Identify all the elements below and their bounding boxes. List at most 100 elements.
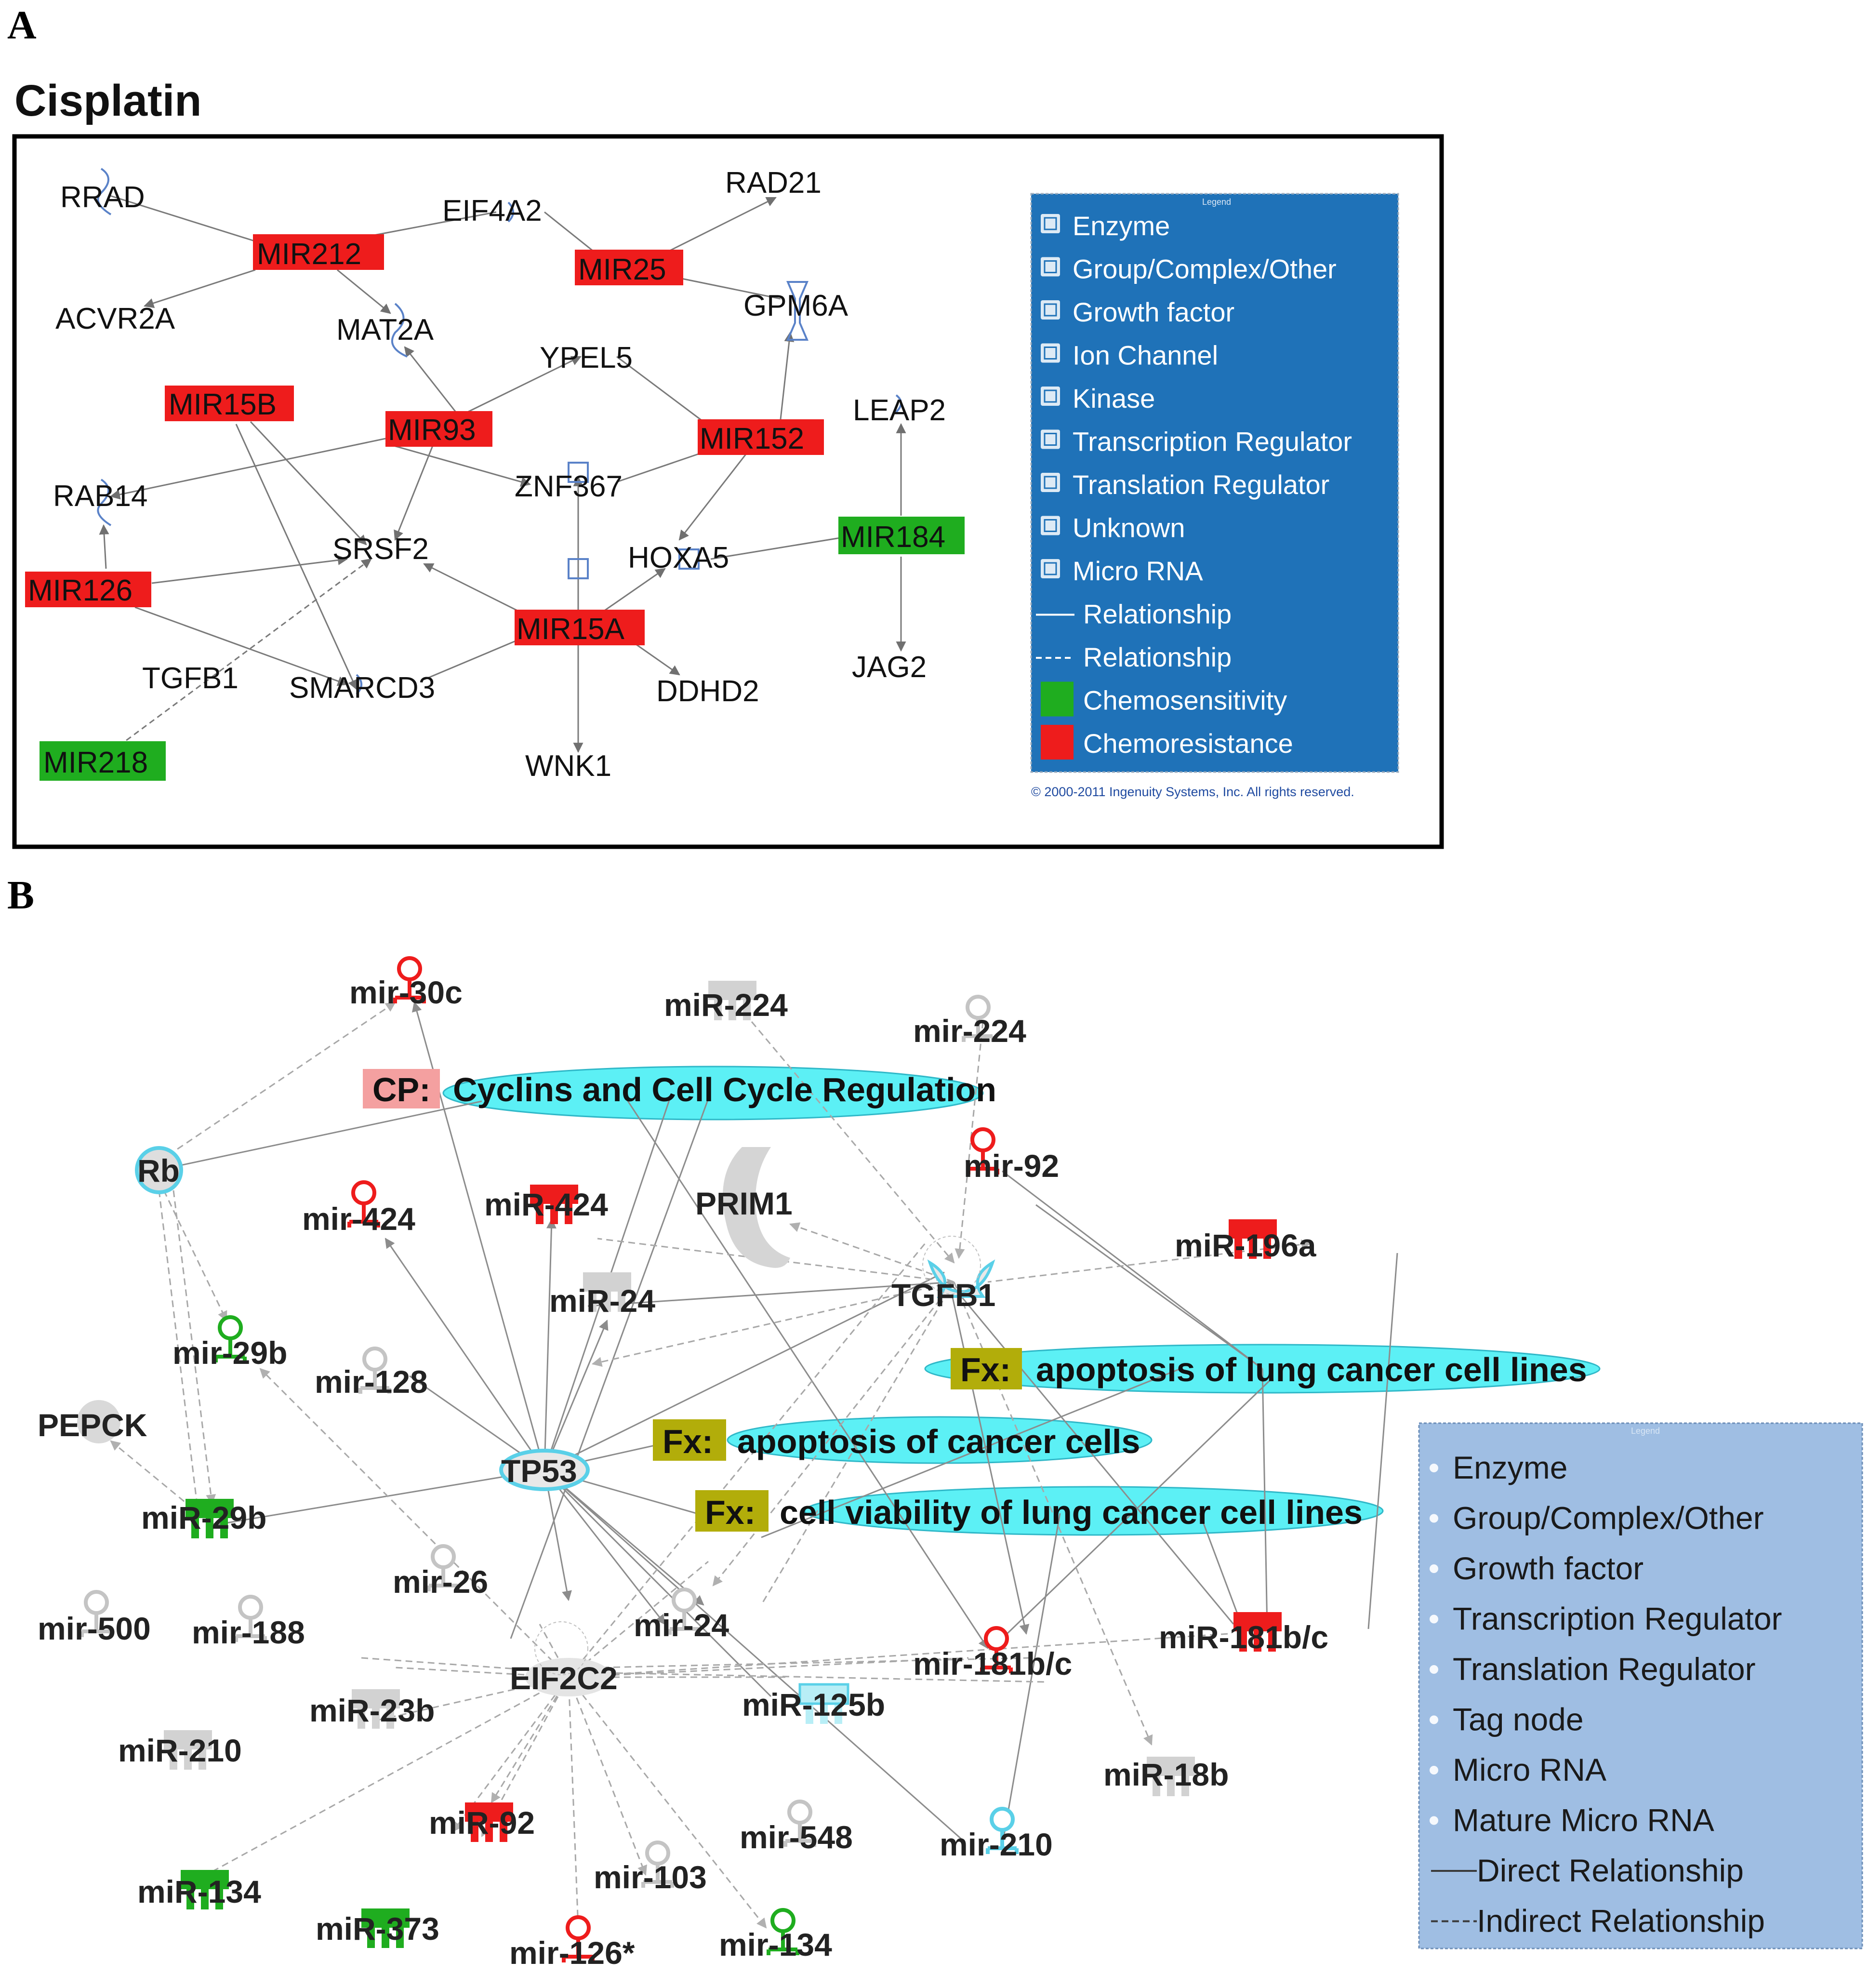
node-mir500[interactable]: mir-500 [38,1611,151,1646]
fx2-tag: Fx: [663,1423,713,1460]
node-mir30c[interactable]: mir-30c [349,974,463,1010]
edge [761,1368,1181,1538]
node-mir29b-mature[interactable]: miR-29b [141,1500,266,1535]
node-mir373[interactable]: miR-373 [316,1911,439,1947]
node-mir92[interactable]: mir-92 [964,1148,1059,1184]
node-mir93[interactable]: MIR93 [388,414,476,447]
panel-a-node-icons [97,168,902,695]
growth-factor-icon [1430,1564,1438,1573]
node-eif2c2[interactable]: EIF2C2 [510,1660,618,1696]
node-acvr2a[interactable]: ACVR2A [55,302,175,335]
node-pepck[interactable]: PEPCK [38,1407,147,1443]
edge [616,450,709,483]
node-rab14[interactable]: RAB14 [53,480,147,513]
fx3-label[interactable]: cell viability of lung cancer cell lines [780,1494,1363,1531]
node-mir184[interactable]: MIR184 [841,520,945,554]
node-mir210-mature[interactable]: miR-210 [118,1733,242,1768]
node-mir224[interactable]: mir-224 [913,1013,1026,1049]
legend-a-label: Relationship [1083,642,1232,672]
node-mir15a[interactable]: MIR15A [517,613,625,646]
translation-regulator-icon [1430,1665,1438,1674]
node-mir134[interactable]: mir-134 [719,1927,832,1962]
mir188-micro-rna-icon [234,1595,267,1642]
node-mat2a[interactable]: MAT2A [336,313,434,347]
node-mir188[interactable]: mir-188 [192,1614,305,1650]
node-mir181bc[interactable]: mir-181b/c [913,1646,1072,1681]
node-mir181bc-mature[interactable]: miR-181b/c [1159,1619,1328,1655]
legend-a-label: Enzyme [1073,211,1170,241]
node-wnk1[interactable]: WNK1 [525,749,611,783]
node-mir152[interactable]: MIR152 [700,422,804,455]
node-mir18b[interactable]: miR-18b [1103,1757,1229,1792]
fx3-tag: Fx: [705,1494,756,1531]
edge [259,1368,570,1678]
node-mir125b[interactable]: miR-125b [742,1687,885,1722]
tgfb1-tag-node-icon [922,1236,981,1294]
node-mir126[interactable]: MIR126 [28,574,133,607]
legend-a-label: Chemosensitivity [1083,685,1287,716]
node-gpm6a[interactable]: GPM6A [743,289,848,322]
cp-label[interactable]: Cyclins and Cell Cycle Regulation [453,1071,996,1108]
node-mir424-mature[interactable]: miR-424 [484,1187,608,1222]
node-mir92-mature[interactable]: miR-92 [429,1805,535,1841]
mir126s-micro-rna-icon [562,1915,595,1962]
node-jag2[interactable]: JAG2 [852,651,927,684]
legend-a-label: Chemoresistance [1083,728,1293,759]
node-mir424[interactable]: mir-424 [302,1201,415,1237]
node-prim1[interactable]: PRIM1 [695,1186,793,1221]
fx1-label[interactable]: apoptosis of lung cancer cell lines [1036,1351,1587,1388]
enzyme-icon [97,168,112,215]
node-mir134-mature[interactable]: miR-134 [137,1874,261,1909]
node-mir126s[interactable]: mir-126* [509,1935,635,1971]
edge [1261,1368,1268,1629]
mir196a-mature-micro-rna-icon [1229,1219,1277,1259]
node-eif4a2[interactable]: EIF4A2 [442,194,542,227]
mature-micro-rna-icon [1430,1816,1438,1825]
green-swatch-icon [1041,681,1074,717]
mir24-mature-micro-rna-icon [583,1272,631,1312]
node-rad21[interactable]: RAD21 [725,166,822,200]
node-leap2[interactable]: LEAP2 [853,394,946,427]
node-mir212[interactable]: MIR212 [257,238,361,271]
edge [544,1469,964,1842]
mir30c-micro-rna-icon [393,956,426,1003]
node-mir29b[interactable]: mir-29b [172,1335,287,1371]
legend-b-label: Indirect Relationship [1477,1903,1765,1939]
node-tp53[interactable]: TP53 [501,1453,577,1489]
node-mir196a[interactable]: miR-196a [1175,1227,1317,1263]
edge [543,1469,666,1625]
node-mir25[interactable]: MIR25 [578,253,666,286]
node-ddhd2[interactable]: DDHD2 [656,675,759,708]
node-ypel5[interactable]: YPEL5 [540,341,633,374]
node-znf367[interactable]: ZNF367 [515,470,623,503]
node-tgfb1[interactable]: TGFB1 [891,1277,995,1313]
node-mir224-mature[interactable]: miR-224 [664,987,788,1023]
node-mir218[interactable]: MIR218 [43,746,148,779]
node-mir15b[interactable]: MIR15B [169,388,277,421]
legend-b-label: Mature Micro RNA [1453,1802,1714,1838]
node-mir24[interactable]: mir-24 [634,1607,729,1643]
node-hoxa5[interactable]: HOXA5 [628,541,729,574]
fx2-label[interactable]: apoptosis of cancer cells [737,1423,1140,1460]
node-mir24-mature[interactable]: miR-24 [549,1283,655,1319]
panel-b-letter: B [7,873,34,918]
unknown-icon [1041,516,1060,535]
mir134-micro-rna-icon [767,1908,799,1955]
edge [948,1281,1030,1635]
kinase-icon [1041,387,1060,406]
node-tgfb1[interactable]: TGFB1 [142,662,239,695]
group-icon [1430,1514,1438,1523]
node-mir26[interactable]: mir-26 [393,1564,488,1600]
node-mir103[interactable]: mir-103 [594,1859,707,1895]
node-mir23b[interactable]: miR-23b [309,1693,435,1728]
node-smarcd3[interactable]: SMARCD3 [289,671,435,705]
node-rb[interactable]: Rb [137,1153,180,1188]
legend-a-label: Group/Complex/Other [1073,254,1337,284]
edge [110,1440,193,1509]
edge [394,443,435,541]
node-srsf2[interactable]: SRSF2 [332,533,429,566]
node-mir548[interactable]: mir-548 [740,1819,853,1855]
node-mir210[interactable]: mir-210 [940,1827,1053,1862]
node-rrad[interactable]: RRAD [60,181,145,214]
node-mir128[interactable]: mir-128 [315,1364,428,1400]
